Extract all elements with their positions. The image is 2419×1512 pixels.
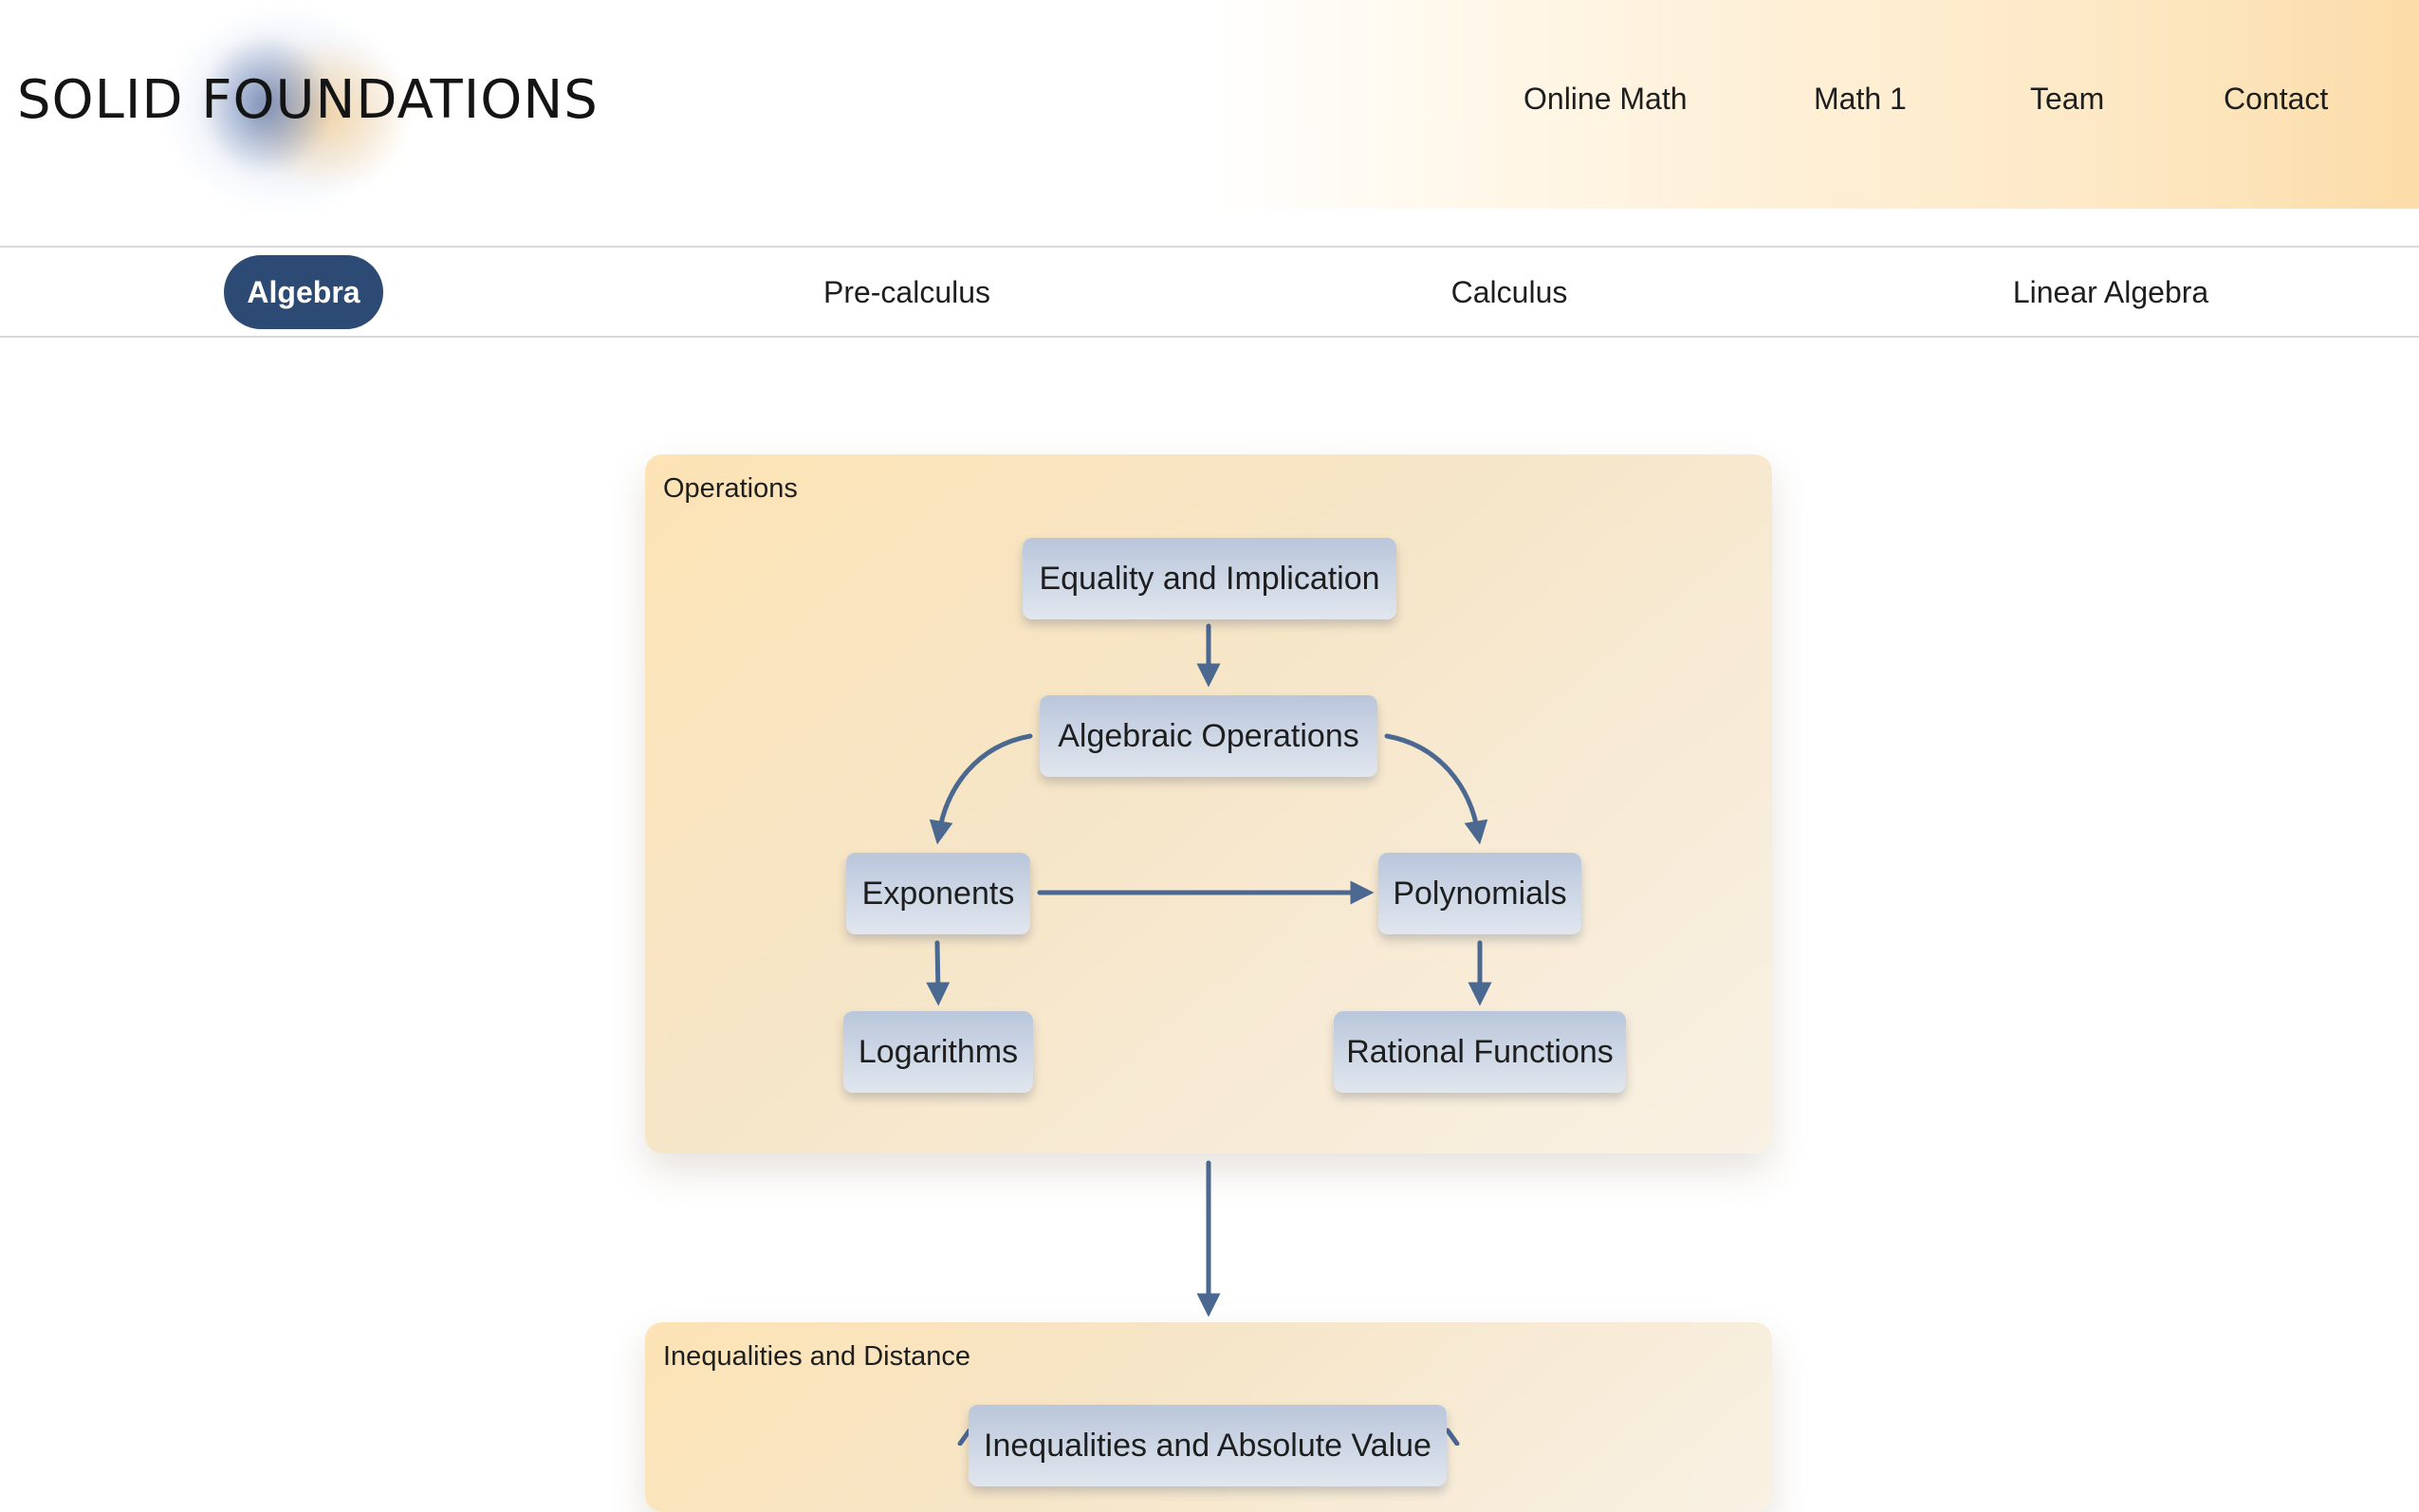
logo-cloud-decoration — [152, 0, 455, 209]
site-header: SOLID FOUNDATIONS Online Math Math 1 Tea… — [0, 0, 2419, 209]
site-logo[interactable]: SOLID FOUNDATIONS — [17, 72, 599, 129]
node-logarithms[interactable]: Logarithms — [843, 1011, 1033, 1093]
nav-math-1[interactable]: Math 1 — [1814, 82, 1907, 116]
node-rational-functions[interactable]: Rational Functions — [1334, 1011, 1626, 1093]
node-equality-and-implication[interactable]: Equality and Implication — [1023, 538, 1396, 619]
group-title: Inequalities and Distance — [663, 1341, 971, 1372]
tab-calculus[interactable]: Calculus — [1450, 275, 1568, 309]
logo-text: SOLID FOUNDATIONS — [17, 69, 599, 131]
header-gradient — [1214, 0, 2419, 209]
nav-team[interactable]: Team — [2030, 82, 2105, 116]
tab-linear-algebra[interactable]: Linear Algebra — [2012, 275, 2209, 309]
node-polynomials[interactable]: Polynomials — [1378, 853, 1581, 934]
tab-algebra[interactable]: Algebra — [224, 255, 383, 329]
group-title: Operations — [663, 473, 798, 504]
node-inequalities-absolute-value[interactable]: Inequalities and Absolute Value — [969, 1405, 1447, 1486]
node-exponents[interactable]: Exponents — [846, 853, 1030, 934]
nav-online-math[interactable]: Online Math — [1523, 82, 1688, 116]
subject-tabs: Algebra Pre-calculus Calculus Linear Alg… — [0, 246, 2419, 338]
nav-contact[interactable]: Contact — [2224, 82, 2329, 116]
tab-pre-calculus[interactable]: Pre-calculus — [822, 275, 991, 309]
node-algebraic-operations[interactable]: Algebraic Operations — [1040, 695, 1377, 777]
